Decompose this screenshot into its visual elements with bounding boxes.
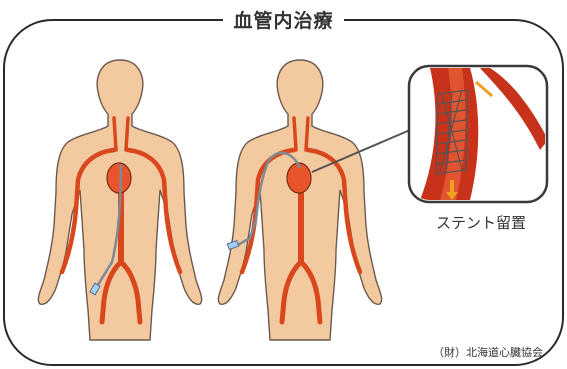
stent-inset bbox=[409, 66, 548, 202]
credit-text: （財）北海道心臓協会 bbox=[433, 344, 543, 360]
title-text: 血管内治療 bbox=[223, 10, 343, 32]
stent-caption: ステント留置 bbox=[406, 212, 556, 233]
left-heart bbox=[107, 163, 131, 193]
page-title: 血管内治療 bbox=[0, 6, 567, 33]
